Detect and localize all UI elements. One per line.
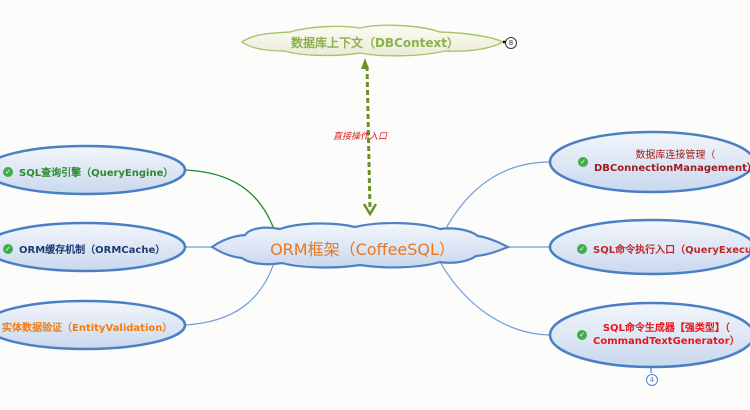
node-text: 实体数据验证（EntityValidation） xyxy=(2,323,173,334)
arrowhead-down-icon xyxy=(362,203,378,217)
node-text-line2: DBConnectionManagement） xyxy=(594,163,750,174)
node-entityvalidation[interactable]: 实体数据验证（EntityValidation） xyxy=(2,319,172,334)
connector-entityvalidation xyxy=(184,259,276,326)
relation-label: 直接操作入口 xyxy=(310,129,410,142)
collapse-count: 4 xyxy=(649,376,655,384)
node-text-line2: CommandTextGenerator） xyxy=(593,336,740,347)
node-queryengine[interactable]: ✓ SQL查询引擎（QueryEngine） xyxy=(3,164,173,179)
relation-text: 直接操作入口 xyxy=(332,132,387,142)
check-icon: ✓ xyxy=(577,330,587,340)
root-node-label[interactable]: ORM框架（CoffeeSQL） xyxy=(220,236,505,260)
collapse-badge-top[interactable]: 8 xyxy=(505,37,517,49)
node-commandtextgenerator[interactable]: ✓ SQL命令生成器【强类型】（ CommandTextGenerator） xyxy=(577,322,740,348)
node-text-line1: 数据库连接管理（ xyxy=(635,150,716,161)
node-queryexecute[interactable]: ✓ SQL命令执行入口（QueryExecute） xyxy=(577,241,750,256)
node-shape-entityvalidation[interactable] xyxy=(0,299,187,351)
collapse-badge-commandtextgenerator[interactable]: 4 xyxy=(646,374,658,386)
top-node-text: 数据库上下文（DBContext） xyxy=(290,36,460,50)
node-ormcache[interactable]: ✓ ORM缓存机制（ORMCache） xyxy=(3,241,165,256)
node-shape-ormcache[interactable] xyxy=(0,221,187,273)
root-node-shape[interactable] xyxy=(210,221,511,269)
relation-arrow xyxy=(365,65,372,211)
check-icon: ✓ xyxy=(577,243,587,254)
connector-queryengine xyxy=(184,169,276,233)
root-node-text: ORM框架（CoffeeSQL） xyxy=(270,240,455,259)
node-text: SQL命令执行入口（QueryExecute） xyxy=(593,245,750,256)
node-shape-queryexecute[interactable] xyxy=(548,218,750,276)
top-node-label[interactable]: 数据库上下文（DBContext） xyxy=(250,34,500,51)
connector-commandtextgenerator xyxy=(439,261,551,336)
node-text-line1: SQL命令生成器【强类型】（ xyxy=(602,323,730,334)
node-dbconnection[interactable]: ✓ 数据库连接管理（ DBConnectionManagement） xyxy=(578,149,750,175)
check-icon: ✓ xyxy=(578,157,588,167)
collapse-count: 8 xyxy=(508,39,514,47)
node-shape-queryengine[interactable] xyxy=(0,144,187,196)
top-node-shape[interactable] xyxy=(240,24,505,57)
check-icon: ✓ xyxy=(3,166,13,177)
node-shape-dbconnection[interactable] xyxy=(548,130,750,194)
connector-dbconnection xyxy=(444,161,551,231)
node-text: SQL查询引擎（QueryEngine） xyxy=(19,168,174,179)
node-text: ORM缓存机制（ORMCache） xyxy=(19,245,166,256)
arrowhead-up-icon xyxy=(361,58,369,69)
check-icon: ✓ xyxy=(3,243,13,254)
node-shape-commandtextgenerator[interactable] xyxy=(548,301,750,369)
